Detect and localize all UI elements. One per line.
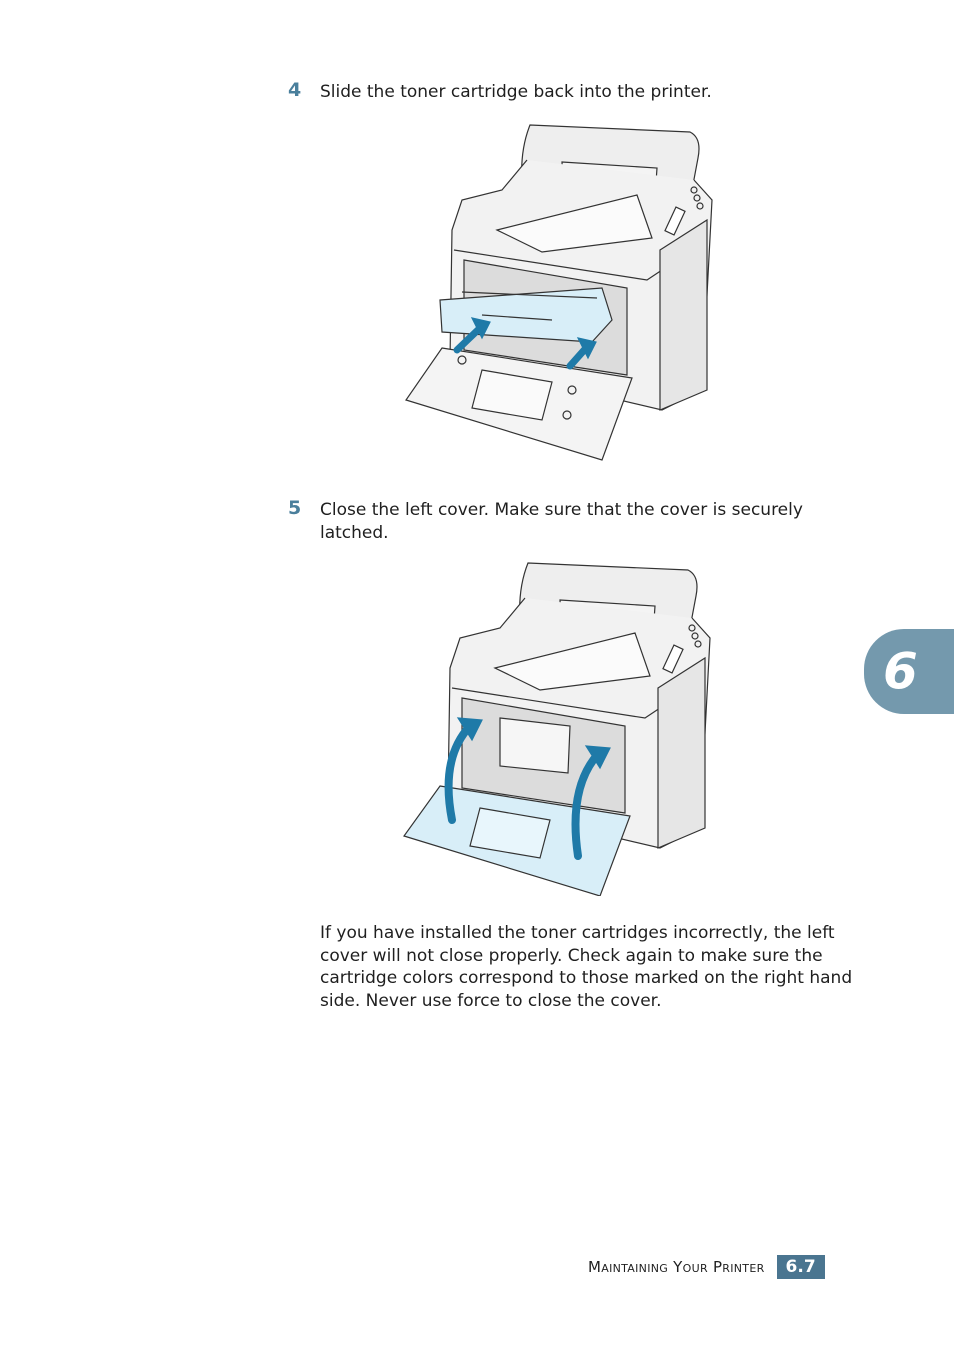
printer-insert-toner-cartridge-illustration xyxy=(402,120,718,466)
chapter-number: 6 xyxy=(883,642,918,700)
step-text: Slide the toner cartridge back into the … xyxy=(320,82,712,102)
footer-section-title: Maintaining Your Printer xyxy=(588,1258,765,1276)
step-number: 4 xyxy=(288,79,302,101)
printer-close-left-cover-illustration xyxy=(400,558,716,900)
page-number-badge: 6.7 xyxy=(776,1255,825,1279)
page-footer: Maintaining Your Printer 6.7 xyxy=(588,1255,825,1279)
chapter-tab: 6 xyxy=(864,629,954,714)
note-paragraph: If you have installed the toner cartridg… xyxy=(320,923,853,1011)
step-number: 5 xyxy=(288,497,302,519)
step-text: Close the left cover. Make sure that the… xyxy=(320,500,803,543)
